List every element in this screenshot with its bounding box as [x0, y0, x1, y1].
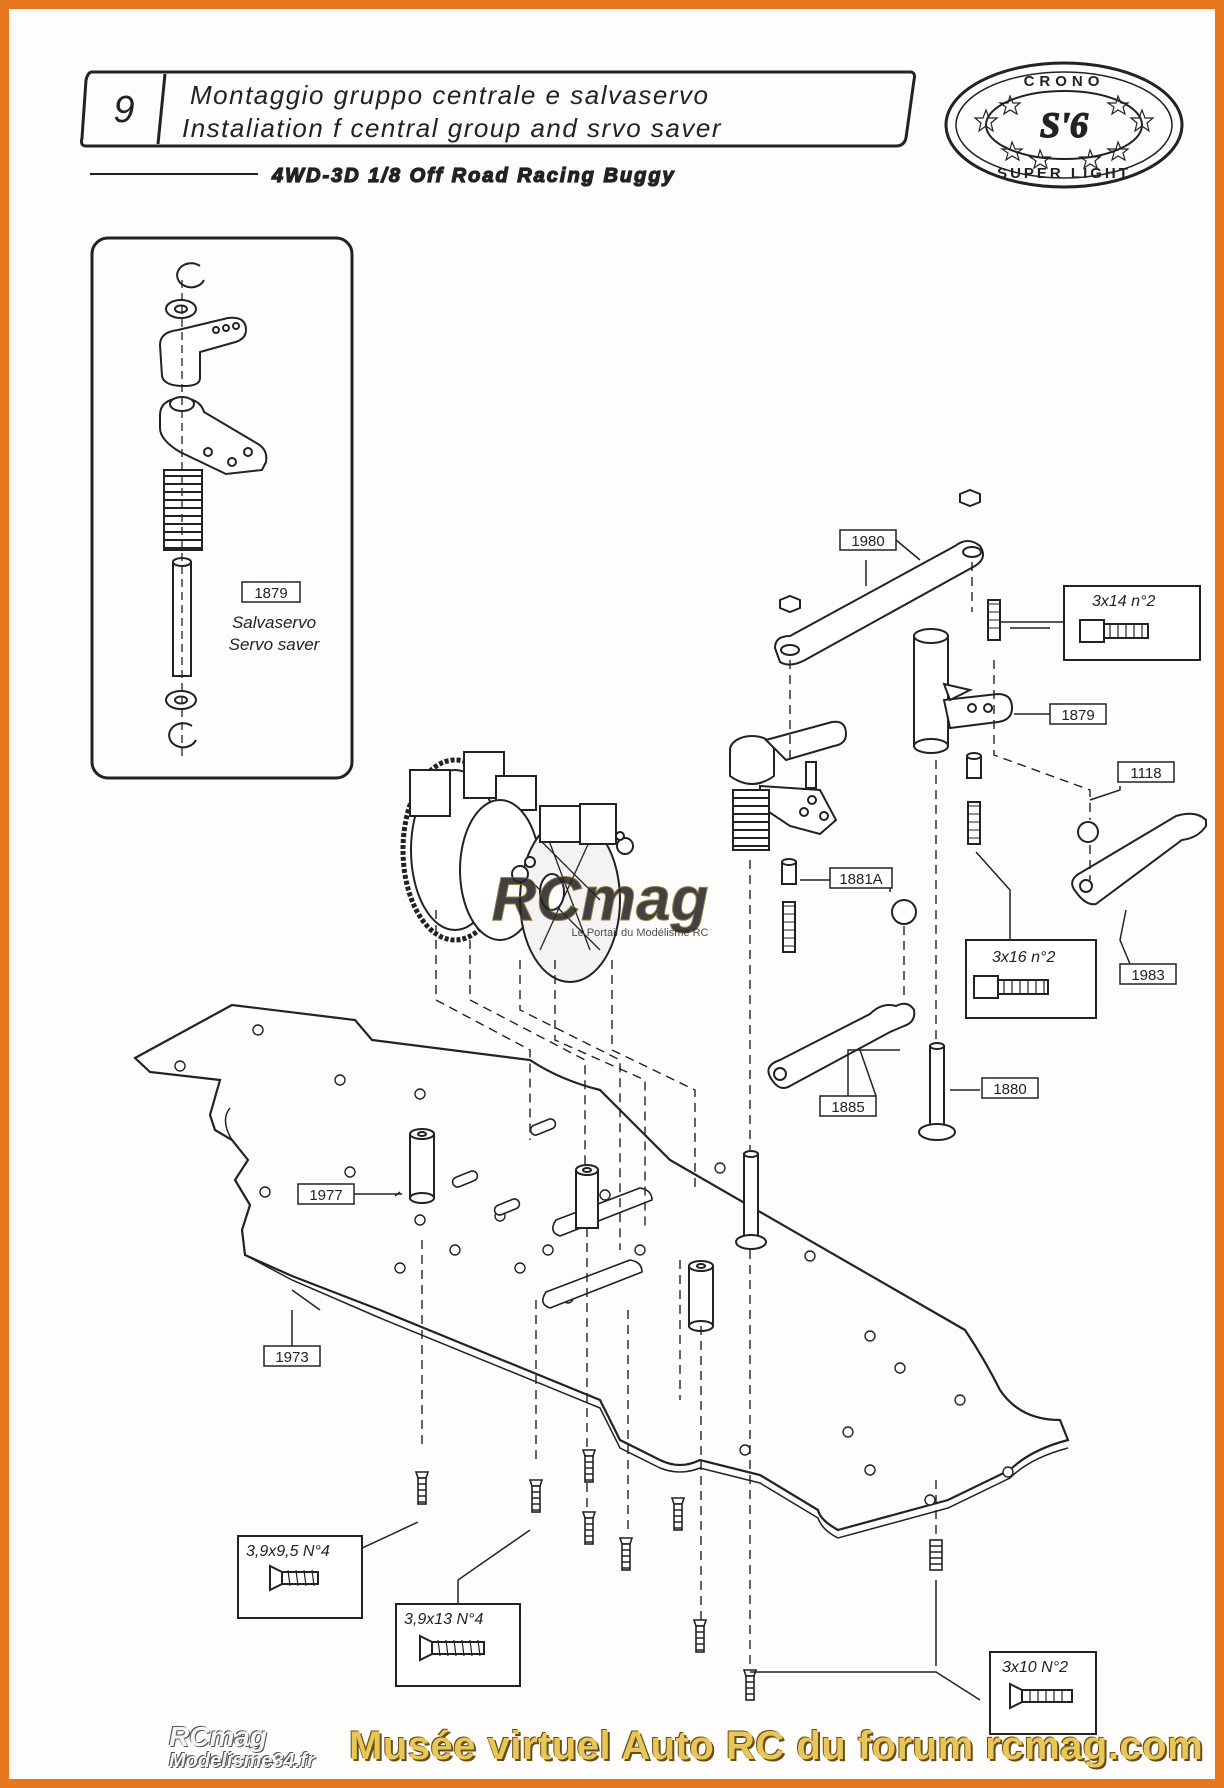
center-watermark: RCmag Le Portail du Modélisme RC — [491, 865, 709, 940]
inset-part-label-box — [241, 581, 301, 603]
posts — [409, 1042, 956, 1332]
post-1880 — [918, 1042, 956, 1141]
part-1983: 1983 — [1131, 967, 1164, 984]
label-box-1880 — [981, 1077, 1039, 1099]
watermark-logo-bottom: Modelisme34.fr — [169, 1750, 315, 1772]
chassis-screws — [414, 1449, 943, 1701]
part-1885: 1885 — [831, 1099, 864, 1116]
servo-saver-inset: 1879 Salvaservo Servo saver — [90, 236, 354, 780]
steering-parts — [729, 488, 1207, 1089]
header: 9 Montaggio gruppo centrale e salvaservo… — [80, 70, 916, 188]
screw-icon — [618, 1537, 634, 1571]
logo-top-text: CRONO — [1024, 73, 1105, 90]
callout-39x13 — [395, 1603, 521, 1687]
screw-3x14: 3x14 n°2 — [1092, 593, 1155, 610]
screw-3x10: 3x10 N°2 — [1002, 1659, 1068, 1676]
inset-label-en: Servo saver — [229, 635, 321, 654]
part-1973: 1973 — [275, 1349, 308, 1366]
part-1880: 1880 — [993, 1081, 1026, 1098]
steering-link-1983-icon — [1071, 812, 1207, 906]
label-box-1879 — [1049, 703, 1107, 725]
label-box-1118 — [1117, 761, 1175, 783]
part-1879: 1879 — [1061, 707, 1094, 724]
screw-callout-texts: 3x14 n°2 3x16 n°2 3,9x9,5 N°4 3,9x13 N°4… — [246, 593, 1155, 1676]
logo-stars — [973, 94, 1155, 170]
callout-3x14 — [1063, 585, 1201, 661]
steering-link-1885-icon — [767, 1002, 916, 1089]
part-1881a: 1881A — [839, 871, 882, 888]
screw-39x13: 3,9x13 N°4 — [404, 1611, 483, 1628]
watermark-logo-top: RCmag — [169, 1721, 268, 1752]
inset-parts — [158, 262, 268, 749]
drag-link-icon — [773, 540, 985, 666]
inset-part-label: 1879 — [254, 585, 287, 602]
post-1977 — [409, 1128, 435, 1204]
screw-39x95: 3,9x9,5 N°4 — [246, 1543, 330, 1560]
part-1118: 1118 — [1130, 765, 1161, 782]
chassis-plate — [133, 1003, 1070, 1539]
label-box-1881a — [829, 867, 893, 889]
step-number: 9 — [113, 89, 134, 131]
nut-icon — [779, 594, 801, 614]
assembly-guides — [421, 562, 1091, 1670]
screw-icon — [929, 1539, 943, 1571]
e-clip-icon — [176, 262, 205, 289]
central-diff-group — [400, 751, 634, 983]
callout-39x95 — [237, 1535, 363, 1619]
screw-icon — [581, 1449, 597, 1483]
callout-3x16 — [965, 939, 1097, 1019]
label-box-1983 — [1119, 963, 1177, 985]
screw-icon — [414, 1471, 430, 1505]
part-1977: 1977 — [309, 1187, 342, 1204]
assembly-diagram: 9 Montaggio gruppo centrale e salvaservo… — [80, 61, 1207, 1735]
post-front — [688, 1260, 714, 1332]
screw-icon — [742, 1669, 758, 1701]
screw-icon — [692, 1619, 708, 1653]
part-labels — [263, 529, 1177, 1367]
screw-3x16: 3x16 n°2 — [992, 949, 1055, 966]
center-watermark-text: RCmag — [491, 865, 708, 934]
callout-3x10 — [989, 1651, 1097, 1735]
label-box-1885 — [819, 1095, 877, 1117]
header-divider — [156, 73, 167, 145]
screw-icon — [528, 1479, 544, 1513]
inset-label-it: Salvaservo — [232, 613, 316, 632]
post-centre — [575, 1164, 599, 1229]
crono-logo: CRONO S'6 SUPER LIGHT — [944, 61, 1184, 189]
rcmag-logo-watermark: RCmag Modelisme34.fr — [169, 1721, 315, 1772]
screw-icon — [581, 1511, 597, 1545]
title-english: Instaliation f central group and srvo sa… — [182, 113, 722, 143]
screw-icon — [670, 1497, 686, 1531]
title-italian: Montaggio gruppo centrale e salvaservo — [190, 80, 710, 110]
logo-center-text: S'6 — [1040, 105, 1088, 145]
part-1980: 1980 — [851, 533, 884, 550]
logo-bottom-text: SUPER LIGHT — [997, 165, 1131, 182]
footer-watermark: Musée virtuel Auto RC du forum rcmag.com — [349, 1724, 1204, 1768]
spring-icon — [163, 469, 203, 551]
part-label-texts: 1980 1879 1118 1881A 1983 1885 1880 1977… — [275, 533, 1164, 1366]
center-watermark-sub: Le Portail du Modélisme RC — [572, 927, 709, 939]
screw-callouts — [237, 585, 1201, 1735]
left-spring-icon — [732, 789, 770, 851]
header-box — [80, 70, 916, 148]
post-tall — [735, 1150, 767, 1250]
subtitle: 4WD-3D 1/8 Off Road Racing Buggy — [271, 165, 676, 187]
